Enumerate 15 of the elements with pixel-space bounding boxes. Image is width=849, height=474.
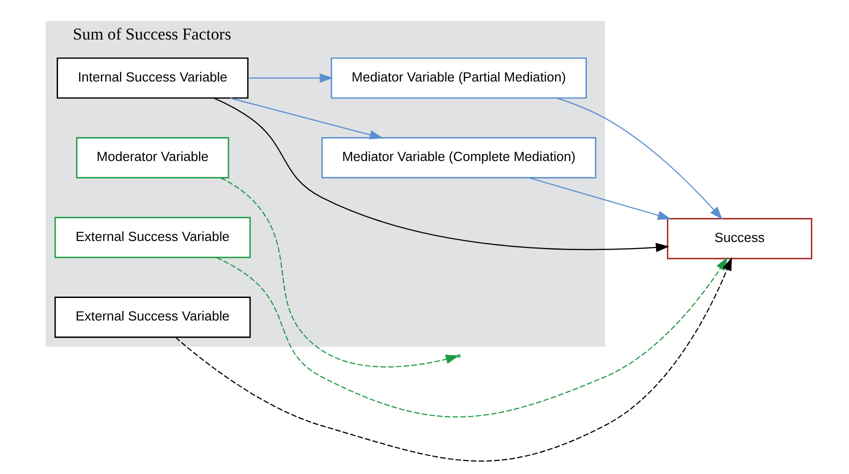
arrow — [556, 98, 723, 220]
arrow — [528, 177, 672, 220]
arrow — [175, 257, 732, 462]
node-box: Internal Success Variable — [56, 57, 249, 99]
node-box: Success — [666, 218, 812, 260]
node-box: External Success Variable — [54, 216, 251, 258]
arrow — [220, 177, 460, 368]
node-box: External Success Variable — [54, 296, 251, 338]
arrow — [248, 73, 334, 83]
arrow — [230, 98, 383, 140]
arrow — [214, 98, 670, 252]
arrow — [216, 257, 728, 418]
node-box: Mediator Variable (Partial Mediation) — [330, 57, 587, 99]
node-box: Mediator Variable (Complete Mediation) — [321, 137, 596, 178]
node-box: Moderator Variable — [76, 137, 230, 178]
